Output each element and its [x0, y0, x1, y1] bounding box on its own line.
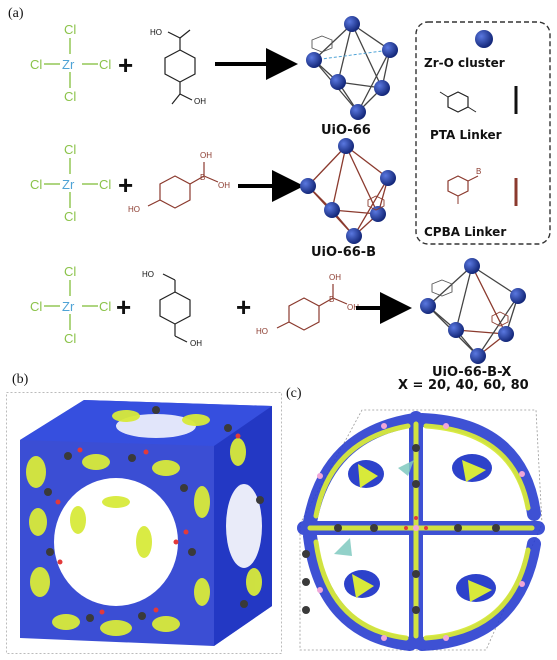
plus-sign: + — [118, 50, 133, 80]
uio66bx-label: UiO-66-B-X — [432, 365, 511, 380]
cl-atom: Cl — [64, 264, 76, 279]
oh-text: OH — [190, 339, 202, 348]
plus-sign: + — [116, 292, 131, 322]
panel-label-a: (a) — [8, 6, 24, 21]
plus-sign: + — [236, 292, 251, 322]
zrcl4-row1: Cl Cl Zr Cl Cl — [30, 22, 111, 104]
uio66-label: UiO-66 — [321, 123, 371, 138]
oh-text: OH — [194, 97, 206, 106]
uio66b-octahedron — [300, 138, 396, 244]
cl-atom: Cl — [30, 57, 42, 72]
cl-atom: Cl — [99, 57, 111, 72]
cl-atom: Cl — [64, 89, 76, 104]
cpba-linker-row3: B OH OH HO — [256, 273, 359, 336]
pta-linker-row1: HO OH — [150, 28, 206, 106]
panel-label-b: (b) — [12, 372, 29, 387]
oh-text: OH — [200, 151, 212, 160]
legend-cluster-label: Zr-O cluster — [424, 56, 505, 70]
ho-text: HO — [142, 270, 154, 279]
ho-text: HO — [150, 28, 162, 37]
cl-atom: Cl — [99, 299, 111, 314]
cl-atom: Cl — [64, 22, 76, 37]
cpba-linker-row2: B OH OH HO — [128, 151, 230, 214]
zr-atom: Zr — [62, 57, 75, 72]
uio66bx-octahedron — [420, 258, 526, 364]
panel-label-c: (c) — [286, 386, 302, 401]
cl-atom: Cl — [30, 177, 42, 192]
cl-atom: Cl — [64, 142, 76, 157]
cl-atom: Cl — [64, 209, 76, 224]
zrcl4-row2: Cl Cl Zr Cl Cl — [30, 142, 111, 224]
ho-text: HO — [128, 205, 140, 214]
zr-atom: Zr — [62, 299, 75, 314]
legend-cpba-label: CPBA Linker — [424, 225, 506, 239]
oh-text: OH — [347, 303, 359, 312]
uio66-octahedron — [306, 16, 398, 120]
density-map-c — [286, 404, 552, 656]
b-text: B — [329, 295, 334, 304]
uio66b-label: UiO-66-B — [311, 245, 376, 260]
b-text: B — [476, 167, 481, 176]
cl-atom: Cl — [99, 177, 111, 192]
synthesis-scheme: Cl Cl Zr Cl Cl + HO OH — [30, 16, 551, 380]
legend-box: Zr-O cluster PTA Linker B CPBA Linker — [415, 21, 551, 245]
b-text: B — [200, 173, 205, 182]
oh-text: OH — [329, 273, 341, 282]
cl-atom: Cl — [64, 331, 76, 346]
legend-pta-label: PTA Linker — [430, 128, 502, 142]
zrcl4-row3: Cl Cl Zr Cl Cl — [30, 264, 111, 346]
x-values-label: X = 20, 40, 60, 80 — [398, 378, 529, 393]
density-map-b — [6, 392, 282, 654]
zr-atom: Zr — [62, 177, 75, 192]
ho-text: HO — [256, 327, 268, 336]
oh-text: OH — [218, 181, 230, 190]
pta-linker-row3: HO OH — [142, 270, 202, 348]
cluster-ball-icon — [475, 30, 493, 48]
cl-atom: Cl — [30, 299, 42, 314]
plus-sign: + — [118, 170, 133, 200]
